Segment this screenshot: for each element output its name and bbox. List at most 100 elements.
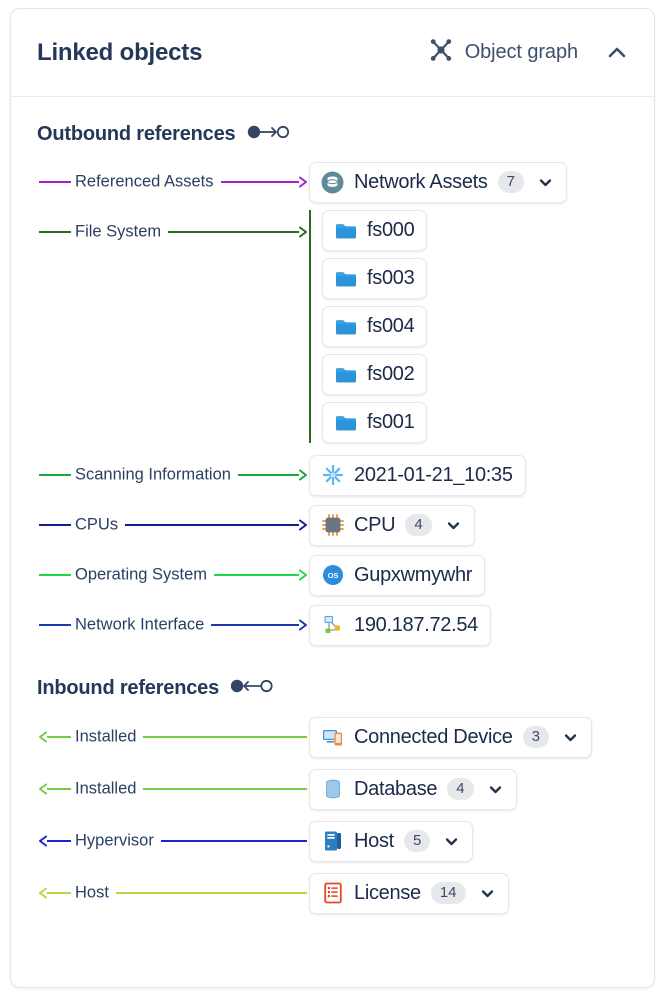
- svg-text:OS: OS: [327, 571, 338, 580]
- reference-row-referenced-assets: Referenced Assets: [37, 160, 634, 204]
- reference-row-scanning-information: Scanning Information: [37, 453, 634, 497]
- folder-icon: [333, 266, 358, 291]
- chip-label: Network Assets: [354, 170, 488, 193]
- chip-count-badge: 4: [447, 777, 474, 801]
- os-circle-icon: OS: [320, 563, 345, 588]
- panel-body: Outbound references Referenced Assets: [11, 97, 654, 932]
- chip-label: fs001: [367, 411, 415, 433]
- arrow-right-icon: [297, 519, 309, 531]
- reference-row-hypervisor-host: Hypervisor Hos: [37, 818, 634, 864]
- arrow-right-icon: [297, 226, 309, 238]
- chip-label: 2021-01-21_10:35: [354, 463, 513, 486]
- arrow-right-icon: [297, 619, 309, 631]
- connector: File System: [37, 219, 309, 245]
- cpu-chip-icon: [320, 513, 345, 538]
- chip-label: Host: [354, 829, 394, 852]
- object-chip-license[interactable]: License 14: [309, 872, 509, 914]
- object-graph-icon: [427, 36, 455, 69]
- object-graph-label: Object graph: [464, 41, 578, 63]
- panel-header: Linked objects: [11, 9, 654, 97]
- object-chip-cpu[interactable]: CPU 4: [309, 504, 475, 546]
- connector: Installed: [37, 776, 309, 802]
- folder-icon: [333, 218, 358, 243]
- arrow-left-icon: [37, 783, 49, 795]
- object-chip-network-assets[interactable]: Network Assets 7: [309, 161, 567, 203]
- folder-icon: [333, 314, 358, 339]
- object-chip-scanning-information[interactable]: 2021-01-21_10:35: [309, 454, 526, 496]
- chip-label: fs003: [367, 267, 415, 289]
- connected-device-icon: [320, 725, 345, 750]
- connector: CPUs: [37, 512, 309, 538]
- outbound-title: Outbound references: [37, 123, 236, 145]
- relationship-label: Host: [71, 883, 116, 903]
- database-stack-icon: [320, 777, 345, 802]
- connector-line: [39, 524, 299, 526]
- connector: Network Interface: [37, 612, 309, 638]
- header-actions: Object graph: [427, 36, 630, 69]
- connector-line: [47, 788, 307, 790]
- arrow-right-icon: [297, 176, 309, 188]
- object-chip-host[interactable]: Host 5: [309, 820, 474, 862]
- folder-icon: [333, 362, 358, 387]
- connector-line: [47, 736, 307, 738]
- connector: Hypervisor: [37, 828, 309, 854]
- relationship-label: Operating System: [71, 565, 215, 585]
- arrow-left-icon: [37, 731, 49, 743]
- inbound-rows: Installed Conn: [37, 714, 634, 916]
- object-chip-fs002[interactable]: fs002: [322, 354, 428, 395]
- object-chip-database[interactable]: Database 4: [309, 768, 517, 810]
- relationship-label: CPUs: [71, 515, 126, 535]
- object-chip-fs003[interactable]: fs003: [322, 258, 428, 299]
- host-server-icon: [320, 829, 345, 854]
- chevron-down-icon[interactable]: [445, 517, 462, 534]
- chevron-down-icon[interactable]: [443, 833, 460, 850]
- arrow-right-icon: [297, 469, 309, 481]
- object-chip-fs001[interactable]: fs001: [322, 402, 428, 443]
- reference-row-installed-connected-device: Installed Conn: [37, 714, 634, 760]
- chip-label: License: [354, 881, 421, 904]
- reference-row-installed-database: Installed: [37, 766, 634, 812]
- outbound-arrow-icon: [247, 124, 290, 145]
- folder-icon: [333, 410, 358, 435]
- relationship-label: Network Interface: [71, 615, 212, 635]
- object-chip-fs004[interactable]: fs004: [322, 306, 428, 347]
- database-circle-icon: [320, 170, 345, 195]
- chip-label: Database: [354, 777, 438, 800]
- connector: Host: [37, 880, 309, 906]
- object-chip-fs000[interactable]: fs000: [322, 210, 428, 251]
- chevron-down-icon[interactable]: [487, 781, 504, 798]
- page-title: Linked objects: [37, 38, 203, 66]
- file-system-group: fs000 fs003: [309, 210, 428, 443]
- chip-label: 190.187.72.54: [354, 613, 479, 636]
- chip-count-badge: 3: [522, 725, 549, 749]
- reference-row-cpus: CPUs CPU: [37, 503, 634, 547]
- object-chip-connected-device[interactable]: Connected Device 3: [309, 716, 592, 758]
- chip-label: fs002: [367, 363, 415, 385]
- inbound-title: Inbound references: [37, 677, 219, 699]
- object-graph-link[interactable]: Object graph: [427, 36, 578, 69]
- chevron-down-icon[interactable]: [479, 885, 496, 902]
- chevron-down-icon[interactable]: [562, 729, 579, 746]
- chip-label: fs000: [367, 219, 415, 241]
- connector-line: [47, 840, 307, 842]
- chevron-down-icon[interactable]: [537, 174, 554, 191]
- connector: Installed: [37, 724, 309, 750]
- relationship-label: Installed: [71, 727, 144, 747]
- object-chip-network-interface[interactable]: 190.187.72.54: [309, 604, 492, 646]
- reference-row-file-system: File System fs000: [37, 210, 634, 443]
- inbound-arrow-icon: [230, 678, 273, 699]
- chip-count-badge: 4: [405, 513, 432, 537]
- connector: Referenced Assets: [37, 169, 309, 195]
- scan-star-icon: [320, 463, 345, 488]
- object-chip-operating-system[interactable]: OS Gupxwmywhr: [309, 554, 486, 596]
- reference-row-operating-system: Operating System OS Gupxwmywhr: [37, 553, 634, 597]
- connector: Operating System: [37, 562, 309, 588]
- chip-label: Connected Device: [354, 725, 513, 748]
- connector: Scanning Information: [37, 462, 309, 488]
- chip-count-badge: 14: [430, 881, 466, 905]
- chip-label: fs004: [367, 315, 415, 337]
- chip-count-badge: 7: [497, 170, 524, 194]
- arrow-right-icon: [297, 569, 309, 581]
- chevron-up-icon[interactable]: [604, 40, 630, 66]
- reference-row-network-interface: Network Interface: [37, 603, 634, 647]
